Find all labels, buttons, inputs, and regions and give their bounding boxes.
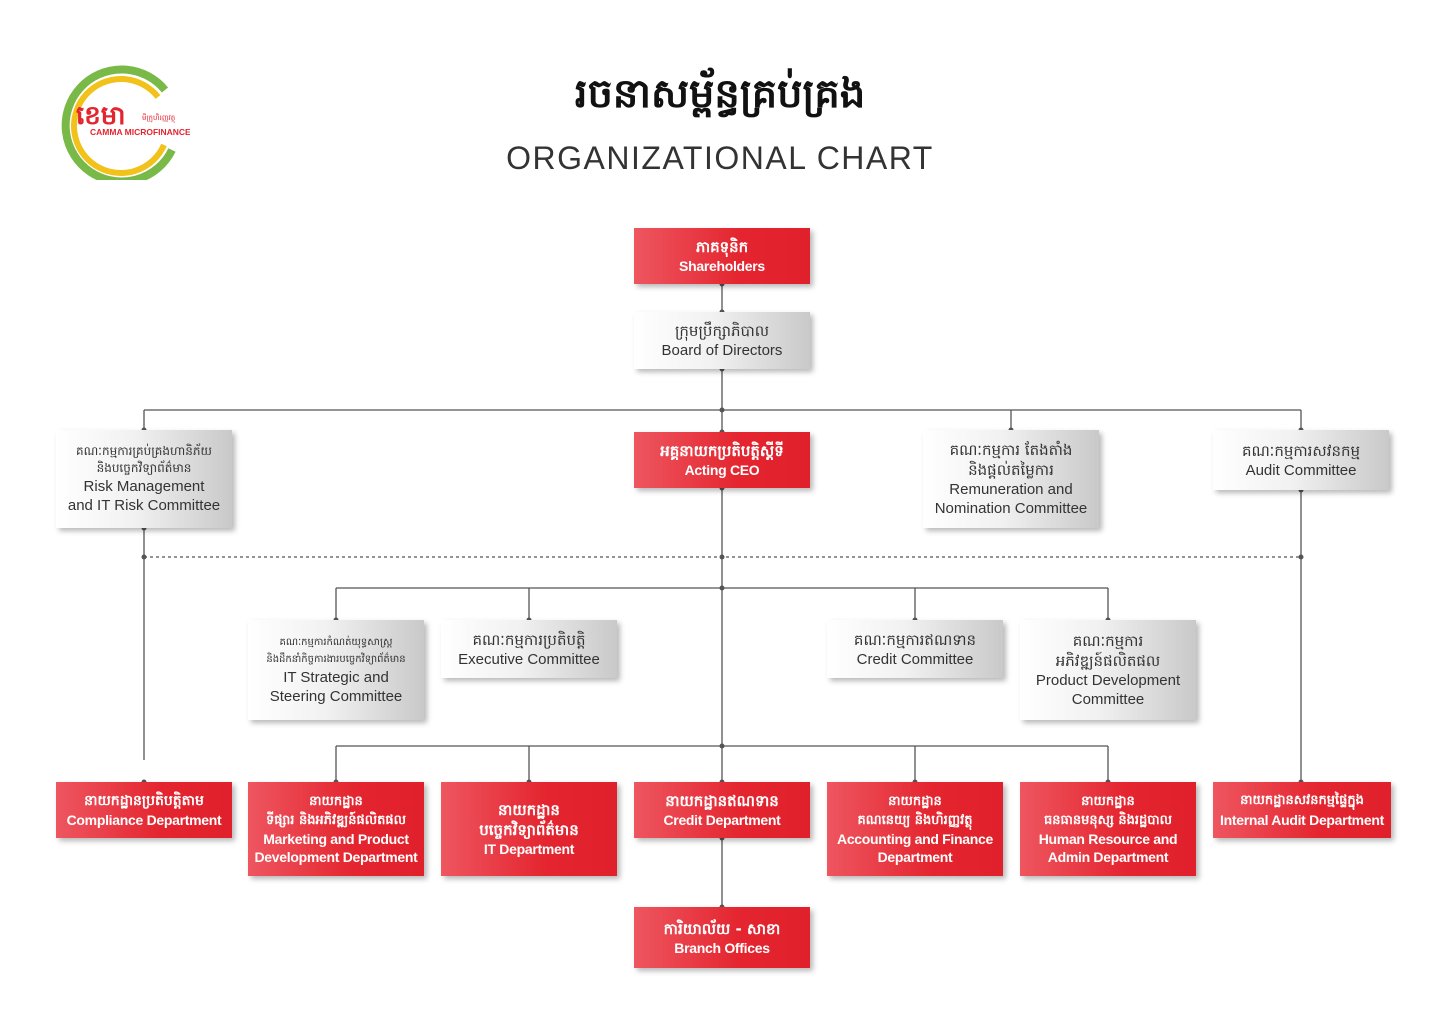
node-internal-audit-department: នាយកដ្ឋានសវនកម្មផ្ទៃក្នុង Internal Audit…: [1213, 782, 1391, 838]
node-it-steering-committee: គណៈកម្មការកំណត់យុទ្ធសាស្ត្រ និងដឹកនាំកិច…: [248, 620, 424, 720]
node-english-label: Acting CEO: [684, 462, 760, 478]
node-english-label: Shareholders: [679, 258, 765, 274]
node-english-label: Product Development Committee: [1035, 672, 1181, 708]
node-branch-offices: ការិយាល័យ - សាខា Branch Offices: [634, 907, 810, 968]
node-english-label: Audit Committee: [1245, 461, 1357, 479]
node-khmer-label: គណៈកម្មការប្រតិបត្តិ: [472, 630, 586, 649]
node-english-label: Board of Directors: [661, 342, 783, 359]
page-title-khmer: រចនាសម្ព័ន្ធគ្រប់គ្រង: [574, 71, 866, 117]
node-english-label: Compliance Department: [66, 812, 222, 828]
node-english-label: Branch Offices: [674, 939, 770, 956]
node-english-label: Internal Audit Department: [1220, 812, 1384, 828]
node-board-of-directors: ក្រុមប្រឹក្សាភិបាល Board of Directors: [634, 312, 810, 369]
node-english-label: IT Department: [483, 841, 575, 857]
node-executive-committee: គណៈកម្មការប្រតិបត្តិ Executive Committee: [441, 620, 617, 678]
node-khmer-label: គណៈកម្មការកំណត់យុទ្ធសាស្ត្រ និងដឹកនាំកិច…: [266, 637, 406, 665]
node-remuneration-committee: គណៈកម្មការ តែងតាំង និងផ្តល់តម្លៃការ Remu…: [923, 430, 1099, 528]
node-accounting-department: នាយកដ្ឋាន គណនេយ្យ និងហិរញ្ញវត្ថុ Account…: [827, 782, 1003, 876]
node-khmer-label: នាយកដ្ឋានឥណទាន: [665, 792, 779, 810]
node-english-label: Risk Management and IT Risk Committee: [67, 478, 221, 514]
node-khmer-label: គណៈកម្មការឥណទាន: [853, 630, 977, 649]
node-english-label: Executive Committee: [458, 650, 600, 668]
node-english-label: Credit Department: [663, 812, 781, 828]
node-credit-committee: គណៈកម្មការឥណទាន Credit Committee: [827, 620, 1003, 678]
node-khmer-label: គណៈកម្មការសវនកម្ម: [1241, 441, 1361, 460]
node-english-label: Credit Committee: [856, 650, 974, 668]
node-hr-department: នាយកដ្ឋាន ធនធានមនុស្ស និងរដ្ឋបាល Human R…: [1020, 782, 1196, 876]
node-khmer-label: នាយកដ្ឋានសវនកម្មផ្ទៃក្នុង: [1240, 793, 1364, 808]
node-english-label: Remuneration and Nomination Committee: [934, 481, 1088, 517]
camma-logo-icon: ខេមា មីក្រូហិរញ្ញវត្ថុ CAMMA MICROFINANC…: [61, 65, 191, 186]
node-english-label: Accounting and Finance Department: [837, 831, 993, 865]
node-khmer-label: ការិយាល័យ - សាខា: [663, 919, 781, 938]
node-it-department: នាយកដ្ឋាន បច្ចេកវិទ្យាព័ត៌មាន IT Departm…: [441, 782, 617, 876]
logo-wordmark: CAMMA MICROFINANCE: [90, 127, 190, 137]
node-khmer-label: ភាគទុនិក: [695, 238, 749, 256]
node-english-label: IT Strategic and Steering Committee: [269, 669, 403, 705]
node-english-label: Human Resource and Admin Department: [1038, 831, 1178, 865]
logo-sub-mark: មីក្រូហិរញ្ញវត្ថុ: [142, 113, 175, 124]
company-logo: ខេមា មីក្រូហិរញ្ញវត្ថុ CAMMA MICROFINANC…: [60, 60, 191, 186]
node-marketing-department: នាយកដ្ឋាន ទីផ្សារ និងអភិវឌ្ឍន៍ផលិតផល Mar…: [248, 782, 424, 876]
node-khmer-label: គណៈកម្មការ អភិវឌ្ឍន៍ផលិតផល: [1055, 632, 1161, 670]
node-khmer-label: អគ្គនាយកប្រតិបត្តិស្តីទី: [660, 442, 784, 460]
node-audit-committee: គណៈកម្មការសវនកម្ម Audit Committee: [1213, 430, 1389, 490]
node-acting-ceo: អគ្គនាយកប្រតិបត្តិស្តីទី Acting CEO: [634, 432, 810, 488]
node-product-development-committee: គណៈកម្មការ អភិវឌ្ឍន៍ផលិតផល Product Devel…: [1020, 620, 1196, 720]
node-khmer-label: នាយកដ្ឋាន គណនេយ្យ និងហិរញ្ញវត្ថុ: [857, 794, 973, 828]
node-khmer-label: នាយកដ្ឋានប្រតិបត្តិតាម: [84, 793, 204, 809]
node-compliance-department: នាយកដ្ឋានប្រតិបត្តិតាម Compliance Depart…: [56, 782, 232, 838]
node-khmer-label: នាយកដ្ឋាន បច្ចេកវិទ្យាព័ត៌មាន: [479, 801, 579, 839]
node-risk-committee: គណៈកម្មការគ្រប់គ្រងហានិភ័យ និងបច្ចេកវិទ្…: [56, 430, 232, 528]
node-credit-department: នាយកដ្ឋានឥណទាន Credit Department: [634, 782, 810, 838]
node-khmer-label: ក្រុមប្រឹក្សាភិបាល: [674, 322, 770, 340]
node-shareholders: ភាគទុនិក Shareholders: [634, 228, 810, 284]
node-khmer-label: គណៈកម្មការ តែងតាំង និងផ្តល់តម្លៃការ: [949, 441, 1073, 479]
node-khmer-label: គណៈកម្មការគ្រប់គ្រងហានិភ័យ និងបច្ចេកវិទ្…: [76, 444, 212, 475]
node-khmer-label: នាយកដ្ឋាន ទីផ្សារ និងអភិវឌ្ឍន៍ផលិតផល: [266, 794, 406, 828]
node-khmer-label: នាយកដ្ឋាន ធនធានមនុស្ស និងរដ្ឋបាល: [1043, 794, 1173, 828]
page-title-english: ORGANIZATIONAL CHART: [506, 140, 934, 176]
node-english-label: Marketing and Product Development Depart…: [254, 831, 418, 865]
logo-mark: ខេមា: [76, 101, 126, 131]
